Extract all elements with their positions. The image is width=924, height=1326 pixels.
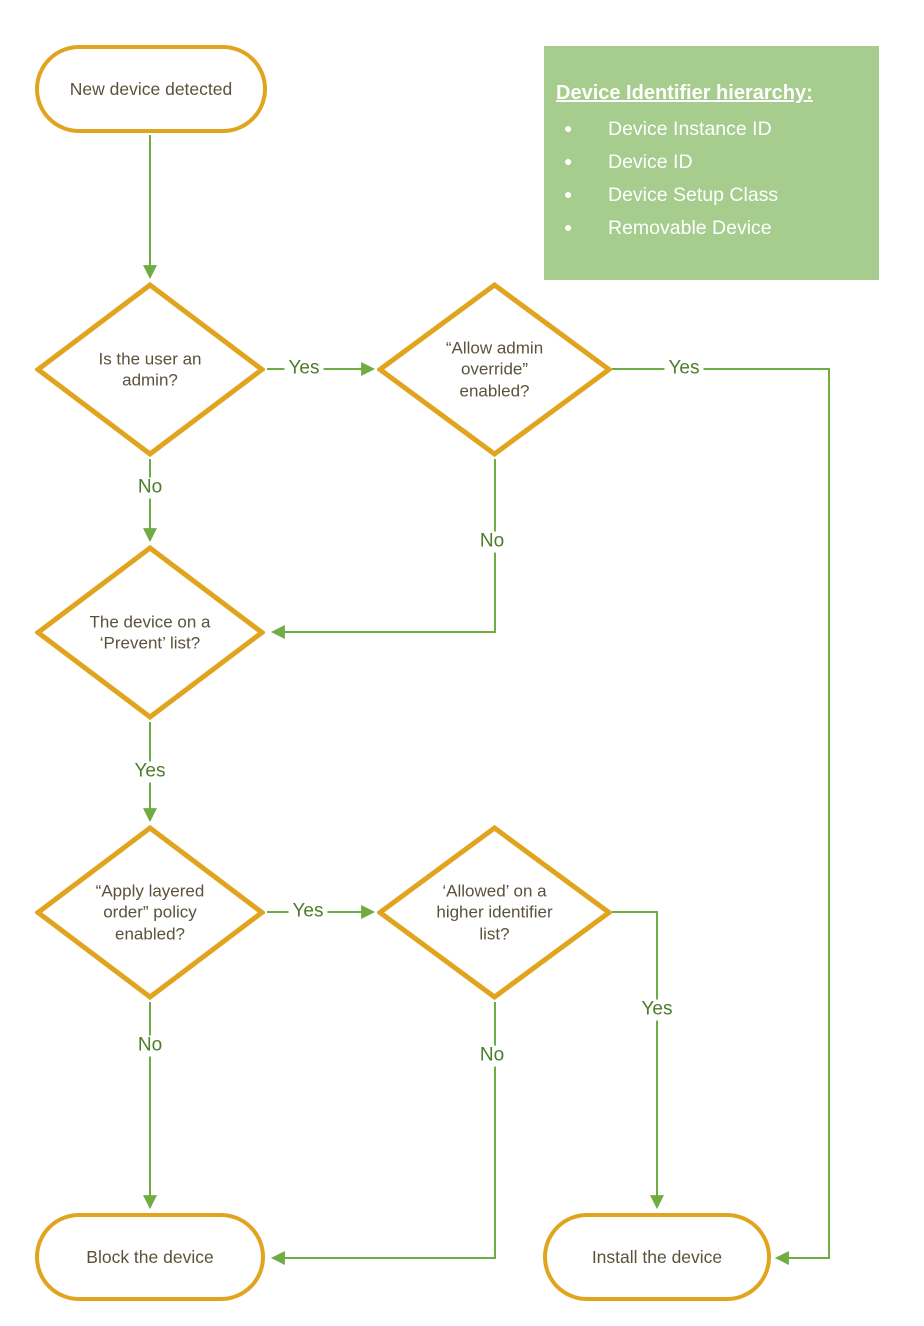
edge-label-prevent-yes: Yes (130, 761, 170, 783)
edge-label-admin-no: No (133, 477, 167, 499)
diamond-shape (35, 282, 265, 457)
legend-item-label: Device Instance ID (608, 118, 772, 140)
diamond-shape (35, 825, 265, 1000)
diamond-shape (377, 825, 612, 1000)
edge-label-override-no: No (475, 531, 509, 553)
legend-list: ● Device Instance ID ● Device ID ● Device S… (556, 112, 869, 244)
decision-override-check: “Allow admin override” enabled? (377, 282, 612, 457)
edge-label-layered-yes: Yes (288, 901, 328, 923)
edge-override-yes-to-install (612, 368, 830, 1265)
edge-label-override-yes: Yes (664, 358, 704, 380)
legend-item: ● Device ID (556, 145, 869, 178)
bullet-icon: ● (564, 219, 573, 235)
bullet-icon: ● (564, 153, 573, 169)
decision-layered-order-label: “Apply layered order” policy enabled? (95, 880, 205, 944)
bullet-icon: ● (564, 120, 573, 136)
diamond-shape (377, 282, 612, 457)
edge-label-higher-no: No (475, 1045, 509, 1067)
legend-title: Device Identifier hierarchy: (556, 82, 813, 104)
decision-layered-order-check: “Apply layered order” policy enabled? (35, 825, 265, 1000)
install-device-node: Install the device (543, 1213, 771, 1301)
decision-admin-label: Is the user an admin? (98, 348, 202, 390)
decision-override-label: “Allow admin override” enabled? (445, 337, 544, 401)
edge-label-admin-yes: Yes (284, 358, 324, 380)
legend-box: Device Identifier hierarchy: ● Device Ins… (544, 46, 879, 280)
block-device-label: Block the device (86, 1246, 214, 1267)
start-node-label: New device detected (69, 78, 233, 99)
decision-admin-check: Is the user an admin? (35, 282, 265, 457)
decision-prevent-list-check: The device on a ‘Prevent’ list? (35, 545, 265, 720)
edge-higher-yes-to-install (612, 911, 664, 1210)
edge-higher-no-to-block (270, 1002, 496, 1265)
edge-label-higher-yes: Yes (637, 999, 677, 1021)
start-node: New device detected (35, 45, 267, 133)
edge-label-layered-no: No (133, 1035, 167, 1057)
diamond-shape (35, 545, 265, 720)
edge-override-no-to-prevent (270, 459, 496, 639)
decision-higher-identifier-label: ‘Allowed’ on a higher identifier list? (436, 880, 553, 944)
install-device-label: Install the device (591, 1246, 723, 1267)
legend-item: ● Device Instance ID (556, 112, 869, 145)
block-device-node: Block the device (35, 1213, 265, 1301)
legend-item-label: Removable Device (608, 217, 772, 239)
legend-item: ● Removable Device (556, 211, 869, 244)
decision-higher-identifier-check: ‘Allowed’ on a higher identifier list? (377, 825, 612, 1000)
legend-item: ● Device Setup Class (556, 178, 869, 211)
decision-prevent-list-label: The device on a ‘Prevent’ list? (89, 611, 211, 653)
legend-item-label: Device Setup Class (608, 184, 779, 206)
legend-item-label: Device ID (608, 151, 693, 173)
bullet-icon: ● (564, 186, 573, 202)
